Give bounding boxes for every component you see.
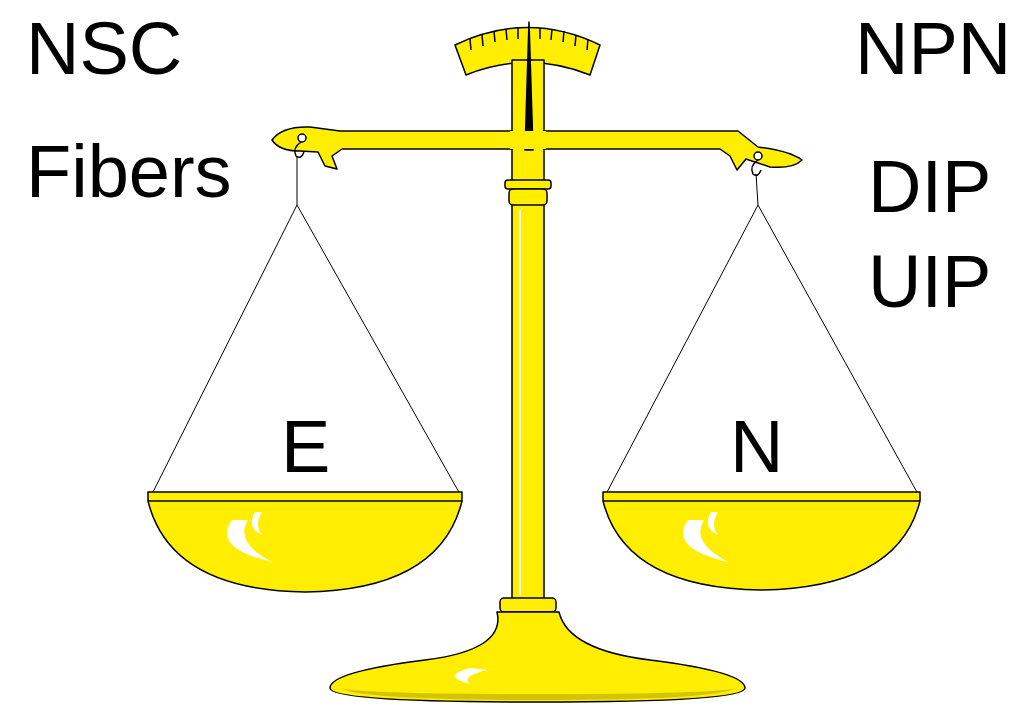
label-text: DIP — [868, 150, 991, 224]
label-text: UIP — [868, 245, 991, 319]
label-text: Fibers — [26, 135, 232, 209]
label-text: N — [730, 410, 783, 484]
label-text: E — [281, 410, 330, 484]
label-text: NPN — [855, 12, 1011, 86]
label-text: NSC — [26, 12, 182, 86]
